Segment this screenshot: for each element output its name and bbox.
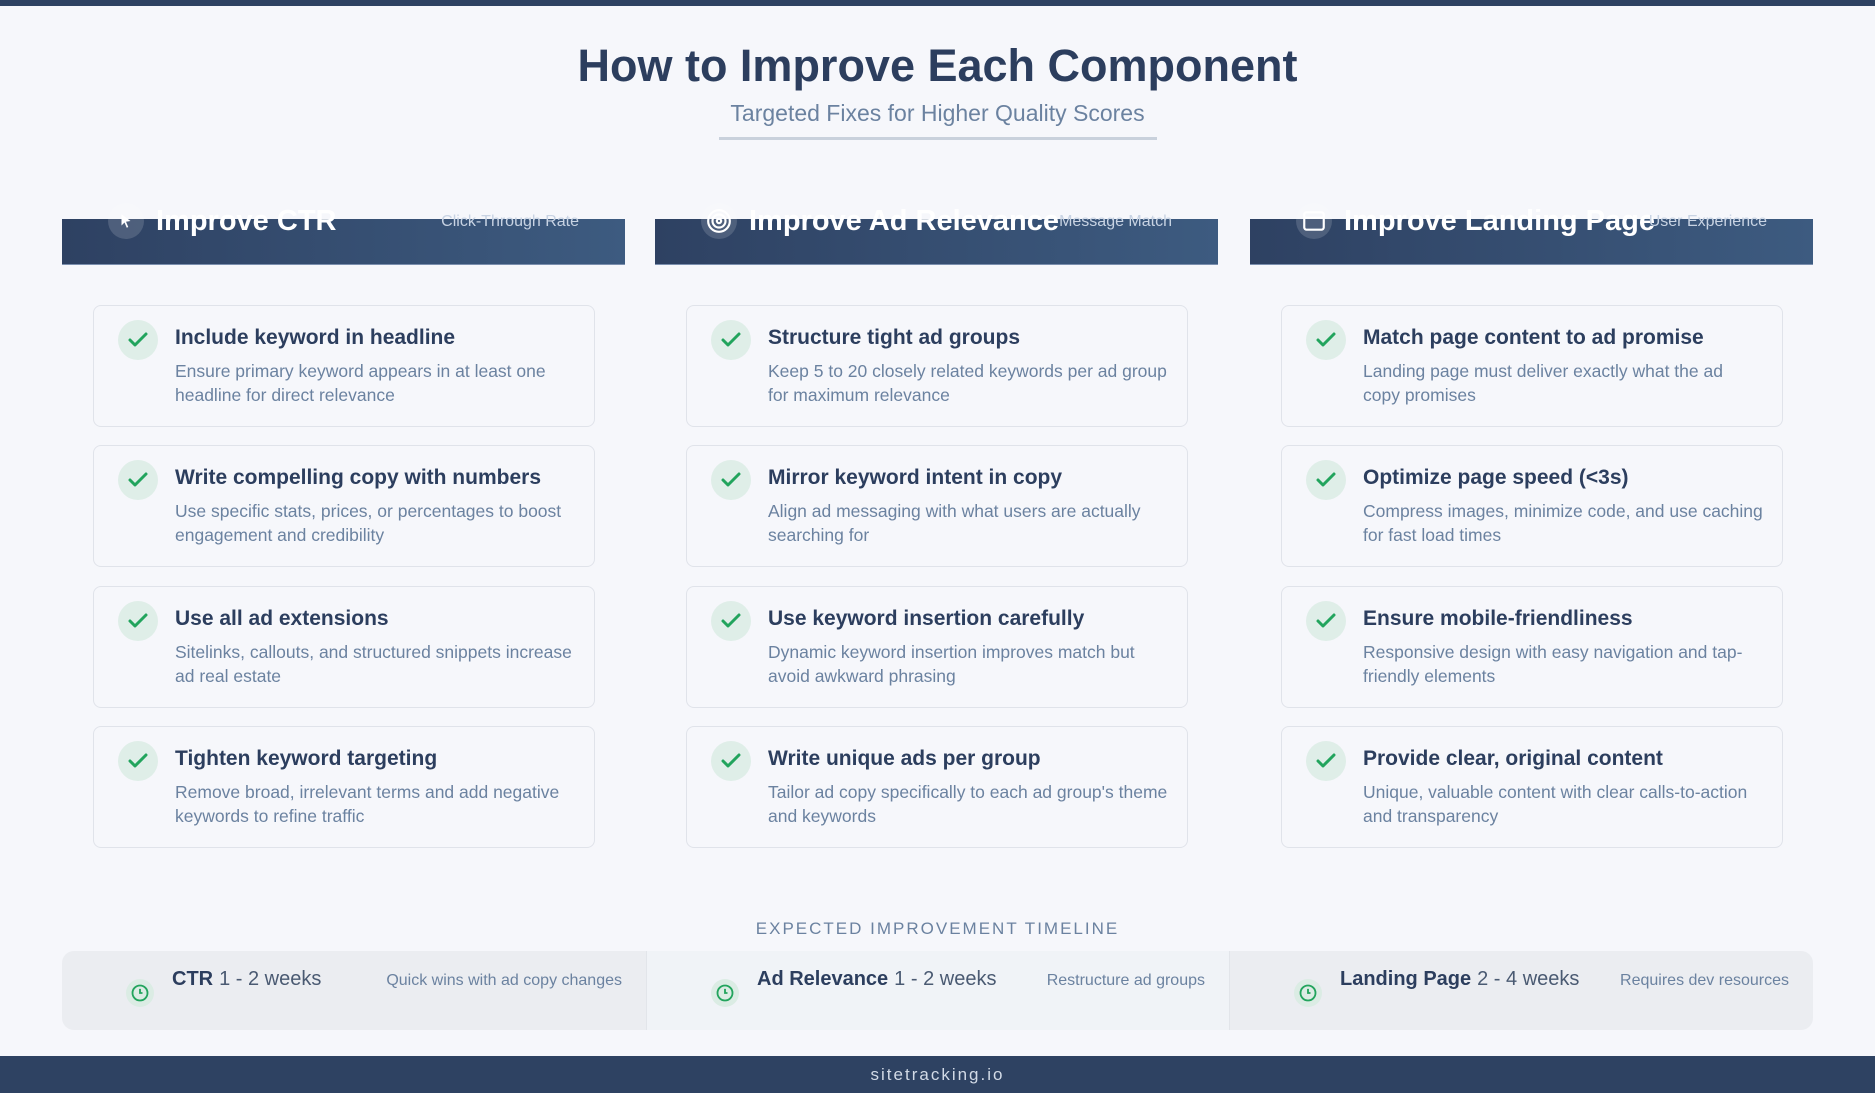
tip-description: Landing page must deliver exactly what t… <box>1363 361 1723 405</box>
tip-card: Provide clear, original content Unique, … <box>1281 726 1783 848</box>
column-subtitle: Message Match <box>1059 213 1172 230</box>
timeline-label: EXPECTED IMPROVEMENT TIMELINE <box>755 919 1120 938</box>
tip-card: Use keyword insertion carefully Dynamic … <box>686 586 1188 708</box>
timeline-name: Ad Relevance <box>757 968 889 990</box>
column-header: Improve Ad Relevance Message Match <box>655 203 1218 265</box>
tip-title: Use keyword insertion carefully <box>768 607 1085 630</box>
column-0: Improve CTR Click-Through Rate Include k… <box>62 203 625 848</box>
tip-card: Write unique ads per group Tailor ad cop… <box>686 726 1188 848</box>
tip-card: Ensure mobile-friendliness Responsive de… <box>1281 586 1783 708</box>
tip-card: Match page content to ad promise Landing… <box>1281 305 1783 427</box>
tip-description: Ensure primary keyword appears in at lea… <box>175 361 546 405</box>
check-icon <box>711 320 751 360</box>
page-title: How to Improve Each Component <box>577 40 1298 91</box>
timeline-duration: 1 - 2 weeks <box>219 968 322 990</box>
column-header: Improve CTR Click-Through Rate <box>62 203 625 265</box>
tip-description: Tailor ad copy specifically to each ad g… <box>768 782 1168 826</box>
tip-description: Remove broad, irrelevant terms and add n… <box>175 782 560 826</box>
column-header: Improve Landing Page User Experience <box>1250 203 1813 265</box>
tip-title: Mirror keyword intent in copy <box>768 466 1063 489</box>
timeline-note: Requires dev resources <box>1620 972 1789 989</box>
tip-description: Compress images, minimize code, and use … <box>1363 501 1763 545</box>
timeline-duration: 2 - 4 weeks <box>1477 968 1580 990</box>
tip-description: Dynamic keyword insertion improves match… <box>768 642 1135 686</box>
check-icon <box>1306 460 1346 500</box>
column-2: Improve Landing Page User Experience Mat… <box>1250 203 1813 848</box>
clock-icon <box>1294 979 1322 1007</box>
clock-icon <box>126 979 154 1007</box>
column-title: Improve Ad Relevance <box>749 204 1059 237</box>
tip-title: Tighten keyword targeting <box>175 747 438 770</box>
tip-description: Keep 5 to 20 closely related keywords pe… <box>768 361 1167 405</box>
check-icon <box>118 460 158 500</box>
tip-title: Structure tight ad groups <box>768 326 1020 349</box>
tip-card: Optimize page speed (<3s) Compress image… <box>1281 445 1783 567</box>
column-title: Improve Landing Page <box>1344 204 1655 237</box>
tip-description: Use specific stats, prices, or percentag… <box>175 501 562 545</box>
tip-card: Include keyword in headline Ensure prima… <box>93 305 595 427</box>
check-icon <box>1306 320 1346 360</box>
target-icon <box>701 203 737 239</box>
tip-description: Align ad messaging with what users are a… <box>768 501 1141 545</box>
page-subtitle: Targeted Fixes for Higher Quality Scores <box>730 100 1145 126</box>
column-subtitle: User Experience <box>1648 213 1767 230</box>
column-title: Improve CTR <box>156 204 337 237</box>
browser-window-icon <box>1296 203 1332 239</box>
check-icon <box>118 741 158 781</box>
tip-card: Use all ad extensions Sitelinks, callout… <box>93 586 595 708</box>
tip-card: Write compelling copy with numbers Use s… <box>93 445 595 567</box>
check-icon <box>1306 601 1346 641</box>
check-icon <box>711 460 751 500</box>
tip-description: Sitelinks, callouts, and structured snip… <box>175 642 572 686</box>
tip-description: Unique, valuable content with clear call… <box>1363 782 1748 826</box>
tip-title: Write unique ads per group <box>768 747 1041 770</box>
tip-title: Write compelling copy with numbers <box>175 466 541 489</box>
tip-title: Match page content to ad promise <box>1363 326 1704 349</box>
title-divider <box>719 137 1157 140</box>
tip-title: Ensure mobile-friendliness <box>1363 607 1633 630</box>
clock-icon <box>711 979 739 1007</box>
timeline-note: Restructure ad groups <box>1046 972 1205 989</box>
tip-card: Mirror keyword intent in copy Align ad m… <box>686 445 1188 567</box>
check-icon <box>1306 741 1346 781</box>
timeline-duration: 1 - 2 weeks <box>894 968 997 990</box>
check-icon <box>118 320 158 360</box>
tip-card: Tighten keyword targeting Remove broad, … <box>93 726 595 848</box>
timeline-name: CTR <box>172 968 214 990</box>
tip-title: Optimize page speed (<3s) <box>1363 466 1629 489</box>
check-icon <box>711 601 751 641</box>
timeline-name: Landing Page <box>1340 968 1472 990</box>
column-1: Improve Ad Relevance Message Match Struc… <box>655 203 1218 848</box>
timeline-note: Quick wins with ad copy changes <box>386 972 622 989</box>
column-subtitle: Click-Through Rate <box>441 213 579 230</box>
tip-description: Responsive design with easy navigation a… <box>1363 642 1743 686</box>
footer: sitetracking.io <box>0 1056 1875 1093</box>
check-icon <box>711 741 751 781</box>
cursor-icon <box>108 203 144 239</box>
top-accent-bar <box>0 0 1875 6</box>
tip-card: Structure tight ad groups Keep 5 to 20 c… <box>686 305 1188 427</box>
check-icon <box>118 601 158 641</box>
tip-title: Use all ad extensions <box>175 607 389 630</box>
tip-title: Include keyword in headline <box>175 326 456 349</box>
tip-title: Provide clear, original content <box>1363 747 1663 770</box>
